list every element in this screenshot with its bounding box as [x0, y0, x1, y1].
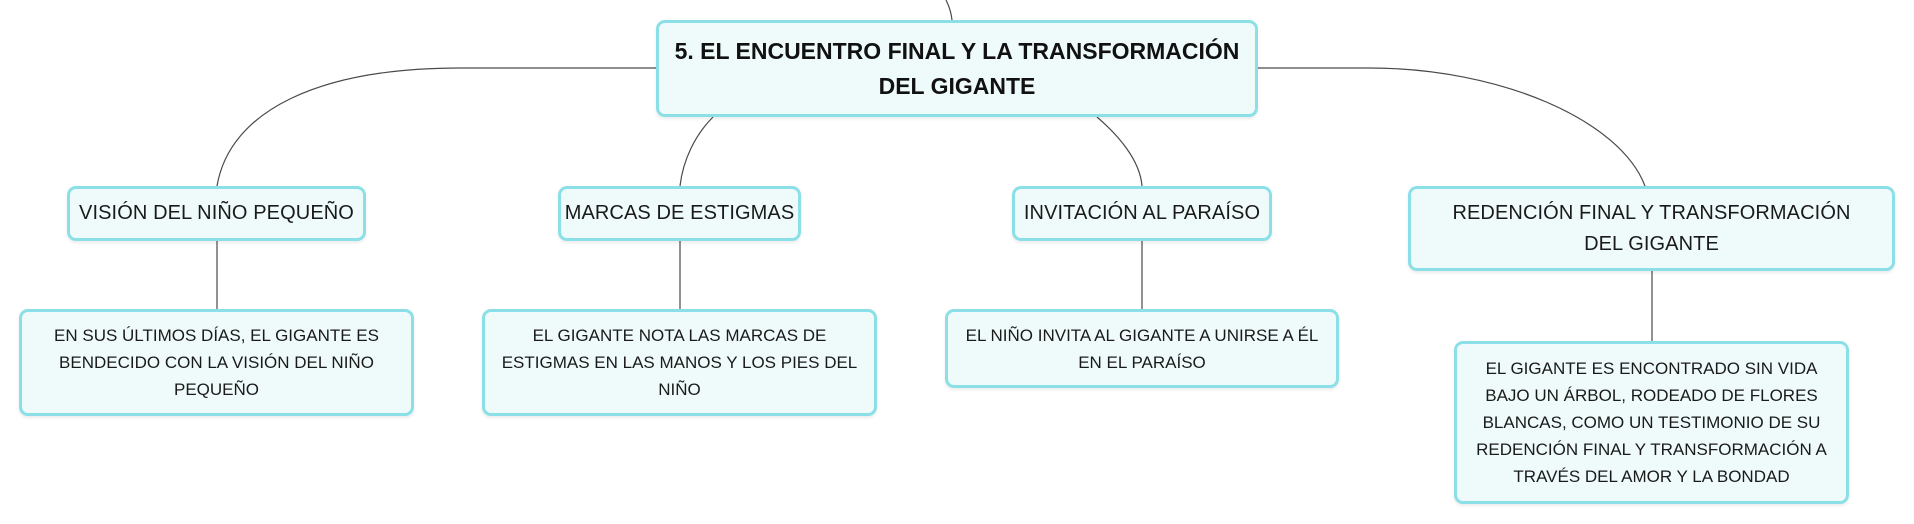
- connector-root-branch-2: [679, 116, 714, 187]
- detail-marcas-estigmas[interactable]: EL GIGANTE NOTA LAS MARCAS DE ESTIGMAS E…: [482, 309, 877, 416]
- detail-redencion-final-text: EL GIGANTE ES ENCONTRADO SIN VIDA BAJO U…: [1476, 359, 1827, 486]
- branch-invitacion-paraiso[interactable]: INVITACIÓN AL PARAÍSO: [1012, 186, 1272, 241]
- central-topic-text: 5. EL ENCUENTRO FINAL Y LA TRANSFORMACIÓ…: [674, 37, 1240, 99]
- detail-marcas-estigmas-text: EL GIGANTE NOTA LAS MARCAS DE ESTIGMAS E…: [501, 326, 858, 399]
- detail-vision-nino[interactable]: EN SUS ÚLTIMOS DÍAS, EL GIGANTE ES BENDE…: [19, 309, 414, 416]
- branch-redencion-final-label: REDENCIÓN FINAL Y TRANSFORMACIÓN DEL GIG…: [1452, 201, 1851, 255]
- branch-invitacion-paraiso-label: INVITACIÓN AL PARAÍSO: [1023, 202, 1261, 224]
- detail-vision-nino-text: EN SUS ÚLTIMOS DÍAS, EL GIGANTE ES BENDE…: [54, 326, 379, 399]
- detail-redencion-final[interactable]: EL GIGANTE ES ENCONTRADO SIN VIDA BAJO U…: [1454, 341, 1849, 504]
- branch-marcas-estigmas-label: MARCAS DE ESTIGMAS: [564, 202, 795, 224]
- detail-invitacion-paraiso-text: EL NIÑO INVITA AL GIGANTE A UNIRSE A ÉL …: [965, 325, 1319, 372]
- branch-redencion-final[interactable]: REDENCIÓN FINAL Y TRANSFORMACIÓN DEL GIG…: [1408, 186, 1895, 271]
- connector-root-branch-3: [1096, 116, 1143, 187]
- branch-vision-nino-label: VISIÓN DEL NIÑO PEQUEÑO: [79, 202, 354, 224]
- branch-vision-nino[interactable]: VISIÓN DEL NIÑO PEQUEÑO: [67, 186, 366, 241]
- branch-marcas-estigmas[interactable]: MARCAS DE ESTIGMAS: [558, 186, 801, 241]
- central-topic[interactable]: 5. EL ENCUENTRO FINAL Y LA TRANSFORMACIÓ…: [656, 20, 1258, 117]
- connector-root-branch-4: [1258, 67, 1646, 187]
- connector-parent: [945, 0, 953, 21]
- connector-root-branch-1: [216, 67, 656, 187]
- detail-invitacion-paraiso[interactable]: EL NIÑO INVITA AL GIGANTE A UNIRSE A ÉL …: [945, 309, 1339, 388]
